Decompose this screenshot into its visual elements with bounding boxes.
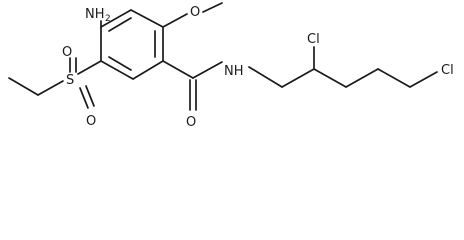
sulfonyl-double-bond-bottom xyxy=(79,87,89,109)
chain-bond xyxy=(248,66,283,88)
methoxy-oxygen-label: O xyxy=(190,5,200,20)
chain-bond xyxy=(313,68,347,88)
methoxy-bond xyxy=(162,13,188,28)
chain-bond xyxy=(345,68,379,88)
sulfonyl-oxygen-top-label: O xyxy=(62,45,72,60)
molecule-canvas: NH 2 O S O O O NH Cl Cl xyxy=(8,2,454,130)
structure-diagram: NH 2 O S O O O NH Cl Cl xyxy=(8,2,454,130)
sulfonyl-double-bond-bottom xyxy=(85,85,95,107)
chlorine-label-1: Cl xyxy=(307,32,320,47)
ring-to-carbonyl-bond xyxy=(162,60,194,79)
benzene-ring xyxy=(100,9,164,80)
ring-double-bond xyxy=(108,17,132,32)
ethyl-bond xyxy=(37,80,64,96)
chain-bond xyxy=(281,68,315,88)
ring-bond xyxy=(132,60,164,80)
sulfonyl-oxygen-bottom-label: O xyxy=(86,114,96,129)
ethyl-bond xyxy=(8,77,39,96)
amide-nh-label: NH xyxy=(224,64,244,79)
ring-bond xyxy=(100,9,132,28)
carbonyl-oxygen-label: O xyxy=(186,115,196,130)
sulfur-label: S xyxy=(66,73,74,88)
amino-label: NH xyxy=(85,7,105,22)
ring-to-sulfur-bond xyxy=(77,60,102,75)
ring-bond xyxy=(100,60,134,80)
chain-bond xyxy=(377,68,411,88)
ring-double-bond xyxy=(108,56,132,71)
methyl-bond xyxy=(202,2,223,13)
chlorine-label-2: Cl xyxy=(441,63,454,78)
carbonyl-to-nitrogen-bond xyxy=(192,61,223,79)
chain-bond xyxy=(409,71,438,88)
ring-bond xyxy=(130,9,164,28)
amino-subscript: 2 xyxy=(105,14,111,24)
